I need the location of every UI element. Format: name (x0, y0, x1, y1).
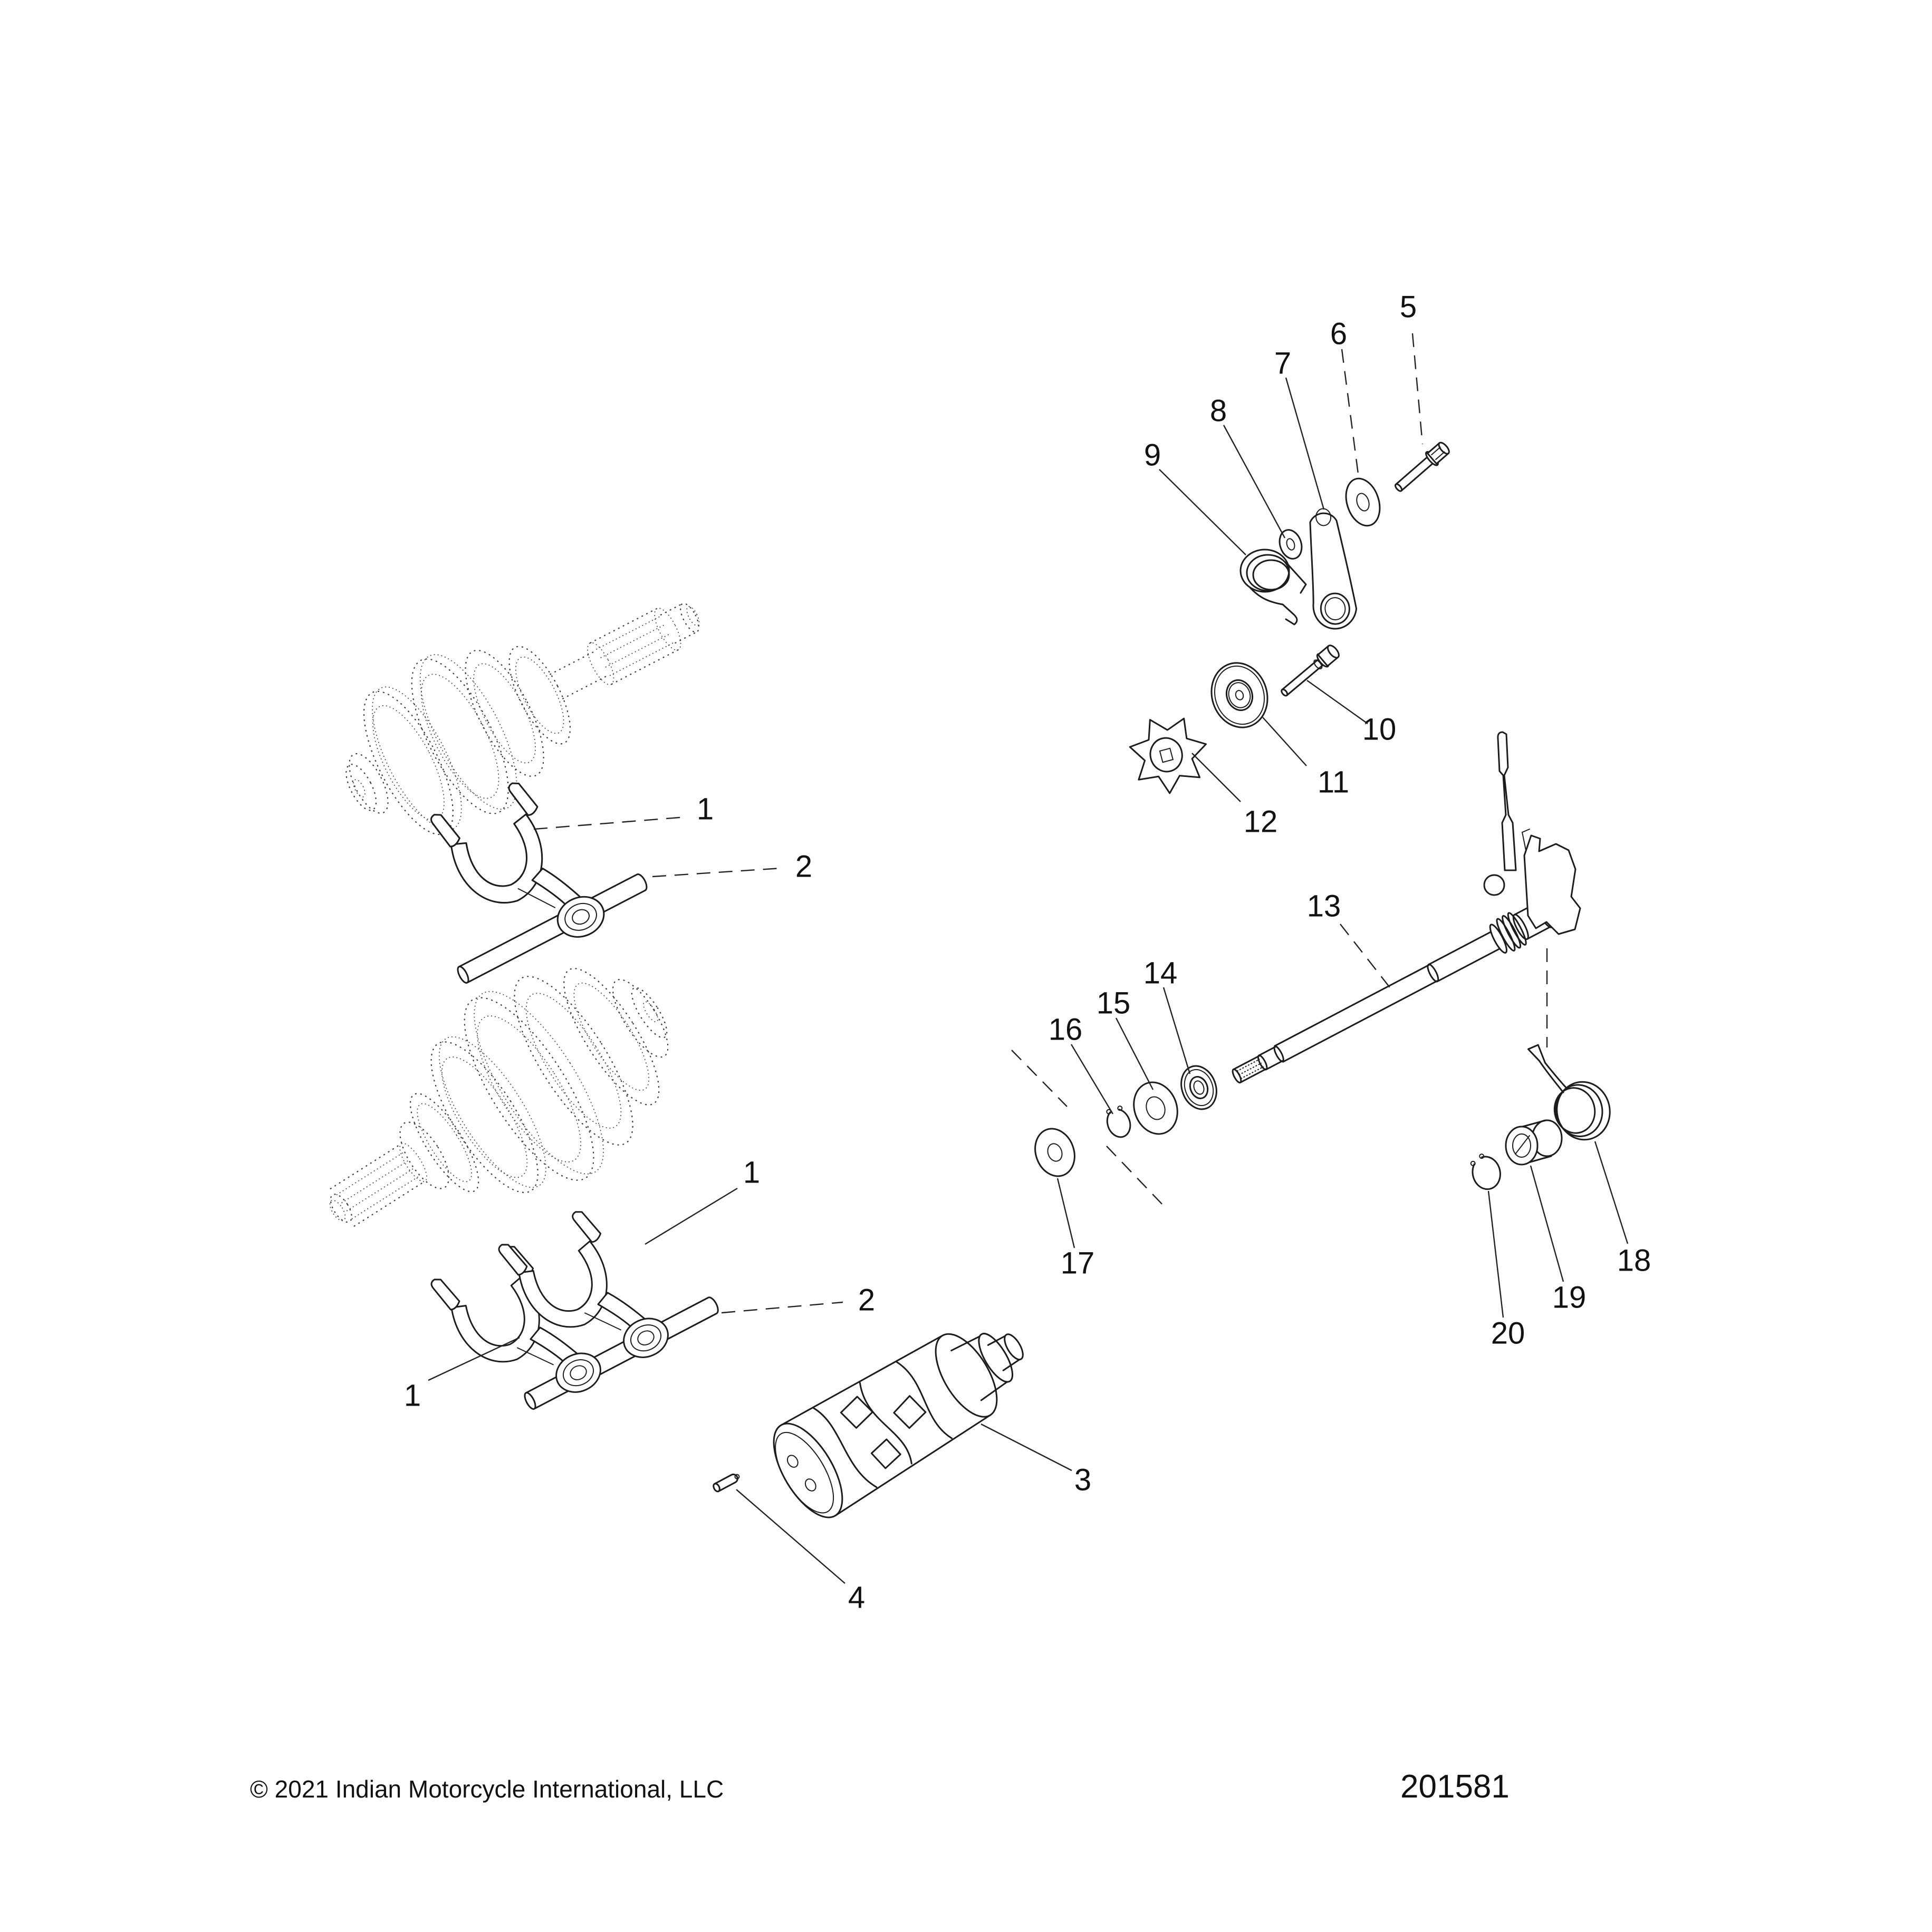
bearing-14 (1180, 1065, 1217, 1110)
callout-16: 16 (1049, 1013, 1083, 1047)
upper-fork-shaft (457, 873, 648, 984)
callout-5: 5 (1400, 290, 1417, 324)
washer-6 (1345, 477, 1381, 527)
lower-gear-cluster (329, 968, 669, 1227)
callout-20: 20 (1491, 1316, 1525, 1351)
callout-3: 3 (1074, 1463, 1091, 1497)
diagram-part-number: 201581 (1400, 1768, 1510, 1805)
callout-11: 11 (1318, 765, 1349, 800)
callout-7: 7 (1274, 347, 1291, 381)
callout-1-lower-left: 1 (404, 1379, 421, 1413)
bolt-10 (1281, 645, 1340, 697)
shift-pawl-arm (1483, 731, 1581, 935)
detent-star-wheel (1129, 717, 1207, 794)
callout-15: 15 (1097, 986, 1131, 1021)
callout-2-upper-rail: 2 (795, 850, 812, 884)
callout-9: 9 (1144, 438, 1161, 473)
leader-lines (428, 333, 1629, 1584)
callout-1-upper-fork: 1 (697, 792, 714, 826)
callout-8: 8 (1210, 394, 1227, 428)
bushing-19 (1505, 1119, 1563, 1166)
callout-labels: 1 2 1 1 2 3 4 5 6 7 8 9 10 11 12 13 14 1… (404, 290, 1651, 1615)
retaining-ring-20 (1470, 1154, 1501, 1190)
washer-17 (1034, 1128, 1075, 1177)
callout-12: 12 (1244, 805, 1278, 839)
callout-10: 10 (1362, 713, 1397, 747)
callout-2-lower-rail: 2 (858, 1283, 875, 1318)
bolt-5 (1395, 441, 1450, 492)
copyright-text: © 2021 Indian Motorcycle International, … (250, 1775, 724, 1803)
shift-drum (773, 1333, 1024, 1518)
callout-1-lower-right: 1 (743, 1156, 760, 1190)
shift-shaft (1232, 900, 1554, 1084)
torsion-spring-18 (1527, 1044, 1611, 1141)
disc-11 (1210, 662, 1268, 728)
callout-13: 13 (1307, 889, 1341, 924)
retaining-ring-16 (1106, 1106, 1131, 1138)
washer-15 (1133, 1081, 1178, 1135)
callout-17: 17 (1061, 1246, 1095, 1281)
callout-18: 18 (1617, 1244, 1651, 1278)
callout-6: 6 (1330, 317, 1347, 351)
callout-14: 14 (1143, 956, 1178, 991)
callout-19: 19 (1552, 1281, 1587, 1315)
detent-pin (713, 1473, 740, 1493)
torsion-spring-9 (1239, 549, 1307, 626)
callout-4: 4 (848, 1581, 865, 1615)
washer-8 (1279, 529, 1303, 560)
shift-lever-link (1309, 508, 1358, 630)
